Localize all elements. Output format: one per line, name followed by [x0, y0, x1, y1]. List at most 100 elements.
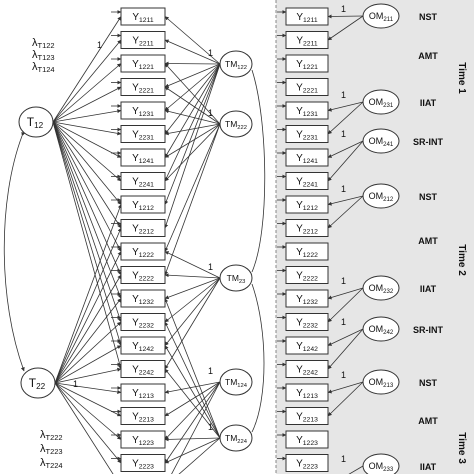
indicator-label-base: Y [296, 12, 303, 23]
indicator-label: Y1241 [296, 153, 318, 165]
indicator-label-subscript: 1212 [303, 205, 318, 212]
indicator-label: Y1221 [132, 59, 154, 71]
indicator-label: Y1212 [296, 200, 318, 212]
method-loading-arrow [164, 437, 221, 442]
trait-loading-arrow [54, 204, 122, 384]
indicator-label: Y2221 [296, 83, 318, 95]
method-factor-tm224: TM224 [219, 424, 253, 452]
indicator-label: Y2211 [296, 36, 318, 48]
lambda-label: λT122 [32, 37, 55, 50]
indicator-label-subscript: 2231 [303, 135, 318, 142]
indicator-label: Y1231 [132, 106, 154, 118]
method-label: NST [419, 12, 438, 22]
occasion-factor-label-subscript: 213 [383, 382, 394, 389]
method-factor-label: TM122 [225, 59, 247, 71]
indicator-label-base: Y [132, 435, 139, 446]
indicator-label-base: Y [296, 388, 303, 399]
lambda-label: λT124 [32, 61, 55, 74]
method-loading-arrow [164, 123, 221, 252]
trait-loading-arrow [54, 345, 122, 384]
method-loading-arrow [164, 345, 221, 439]
indicator-label-base: Y [296, 459, 303, 470]
method-loading-arrow [164, 86, 221, 125]
indicator-label-base: Y [132, 200, 139, 211]
method-loading-arrow [164, 321, 221, 439]
indicator-label: Y2231 [132, 130, 154, 142]
trait-covariance [3, 131, 26, 372]
method-loading-arrow [164, 123, 221, 182]
indicator-label: Y1223 [132, 435, 154, 447]
occasion-factor-label: OM232 [369, 283, 394, 295]
lambda-label-top: λT124 [32, 61, 55, 74]
trait-loading-label-top: 1 [97, 40, 102, 50]
indicator-label-subscript: 1232 [303, 299, 318, 306]
trait-loading-arrow [52, 121, 122, 370]
left-indicator-box: Y1232 [120, 289, 166, 308]
lambda-label-subscript: T123 [38, 53, 55, 62]
right-indicator-box: Y2241 [285, 172, 329, 190]
indicator-label-subscript: 2242 [139, 370, 154, 377]
indicator-label-subscript: 2213 [139, 417, 154, 424]
method-label: AMT [418, 51, 438, 61]
indicator-label-base: Y [132, 459, 139, 470]
edges-layer [3, 10, 364, 474]
lambda-label: λT123 [32, 49, 55, 62]
occasion-loading-arrow [327, 381, 364, 394]
indicator-label: Y2223 [296, 459, 318, 471]
method-loading-arrow [164, 63, 221, 229]
indicator-label: Y1242 [296, 341, 318, 353]
indicator-label-subscript: 2222 [139, 276, 154, 283]
left-indicator-box: Y1231 [120, 101, 166, 120]
trait-loading-arrow [54, 382, 114, 474]
left-indicator-box: Y1212 [120, 195, 166, 214]
occasion-loading-label: 1 [341, 90, 346, 100]
indicator-label-subscript: 1232 [139, 299, 154, 306]
left-indicator-box: Y1223 [120, 430, 166, 449]
method-loading-arrow [164, 368, 221, 439]
trait-loading-arrow [54, 382, 122, 417]
indicator-label-base: Y [296, 200, 303, 211]
trait-loading-arrow [54, 382, 122, 440]
right-indicator-box: Y2242 [285, 360, 329, 378]
indicator-label-base: Y [296, 318, 303, 329]
left-indicator-box: Y1241 [120, 148, 166, 167]
right-indicator-box: Y2222 [285, 266, 329, 284]
right-indicator-box: Y1223 [285, 430, 329, 449]
method-factor-label: TM224 [225, 433, 248, 445]
indicator-label-base: Y [296, 365, 303, 376]
occasion-factor-label: OM231 [369, 97, 394, 109]
method-loading-arrow [164, 381, 221, 464]
method-factor-label-base: TM [225, 377, 237, 387]
left-indicator-box: Y1213 [120, 383, 166, 402]
trait-loading-arrow [52, 86, 122, 123]
trait-label-base: T [29, 376, 37, 390]
lambda-label-subscript: T224 [46, 461, 63, 470]
method-label: IIAT [420, 462, 437, 472]
indicator-label: Y1232 [132, 294, 154, 306]
method-label: IIAT [420, 98, 437, 108]
indicator-label-subscript: 1223 [139, 440, 154, 447]
indicator-label-subscript: 1222 [139, 252, 154, 259]
lambda-label-base: λ [32, 37, 38, 49]
method-factor-label-subscript: 124 [237, 383, 247, 389]
left-indicator-box: Y2222 [120, 266, 166, 284]
occasion-loading-arrow [327, 328, 364, 370]
right-indicator-box: Y1213 [285, 383, 329, 402]
indicator-label-base: Y [132, 153, 139, 164]
indicator-label-base: Y [296, 341, 303, 352]
occasion-factor-label-base: OM [369, 377, 384, 387]
method-label: NST [419, 192, 438, 202]
occasion-factor-label-base: OM [369, 461, 384, 471]
indicator-label-subscript: 2211 [303, 41, 318, 48]
trait-loading-arrow [54, 367, 122, 384]
method-label: IIAT [420, 284, 437, 294]
method-loading-arrow [164, 277, 221, 300]
occasion-loading-arrow [327, 381, 364, 417]
left-indicator-box: Y2241 [120, 172, 166, 190]
occasion-factor-label-base: OM [369, 136, 384, 146]
trait-loading-arrow [52, 121, 122, 276]
indicator-label-subscript: 1241 [139, 158, 154, 165]
method-label: AMT [418, 416, 438, 426]
indicator-label-base: Y [132, 106, 139, 117]
right-indicator-box: Y2212 [285, 219, 329, 237]
